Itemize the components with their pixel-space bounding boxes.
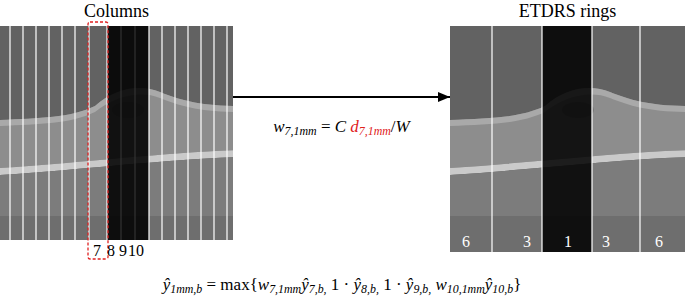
panel-title: ETDRS rings <box>519 1 617 22</box>
image-panel: ETDRS rings <box>450 26 685 252</box>
oct-scan-right <box>450 26 685 266</box>
callout-number: 6 <box>655 233 663 251</box>
column-overlay <box>10 22 227 259</box>
callout-number: 7 <box>93 242 101 260</box>
weight-formula: w7,1mm = C d7,1mm/W <box>273 118 410 137</box>
callout-number: 10 <box>128 242 144 260</box>
ring-overlay <box>492 26 640 252</box>
callout-number: 8 <box>107 242 115 260</box>
callout-number: 9 <box>119 242 127 260</box>
arrow-connector <box>233 96 450 98</box>
formula: ŷ1mm,b = max{w7,1mmŷ7,b, 1 · ŷ8,b, 1 · ŷ… <box>163 276 522 295</box>
callout-number: 6 <box>462 233 470 251</box>
oct-scan-left <box>0 26 240 266</box>
callout-number: 3 <box>523 233 531 251</box>
callout-number: 3 <box>602 233 610 251</box>
callout-number: 1 <box>564 233 572 251</box>
image-panel: Columns <box>0 26 233 240</box>
panel-title: Columns <box>84 1 149 22</box>
